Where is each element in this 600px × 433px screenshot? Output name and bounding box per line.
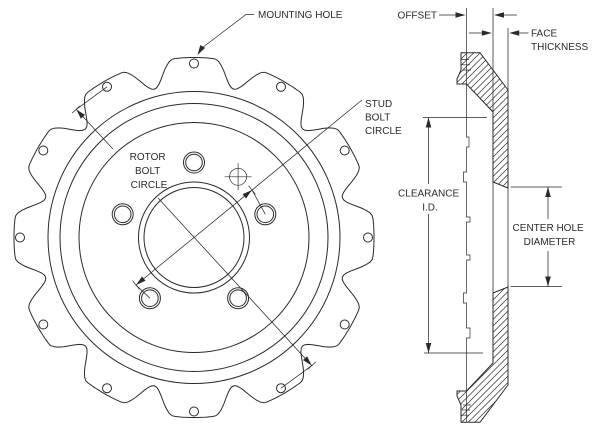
inner-silhouette-line <box>463 8 471 423</box>
flange-inner-ring-outer <box>47 91 341 384</box>
center-hole-chamfer-circle <box>138 181 250 294</box>
mounting-hole <box>189 58 199 69</box>
mounting-hole <box>276 383 286 394</box>
mounting-hole <box>339 145 350 156</box>
clearance-id-circle <box>78 122 310 353</box>
center-hole-circle <box>143 187 245 288</box>
mounting-hole <box>363 232 373 243</box>
stud-bolt-hole <box>254 203 277 226</box>
center-hole-diameter-label: CENTER HOLE DIAMETER <box>513 223 587 248</box>
stud-bolt-hole <box>256 205 275 224</box>
stud-bolt-hole <box>185 153 203 172</box>
face-thickness-dimension <box>469 28 529 90</box>
mounting-holes-group <box>15 58 373 417</box>
scalloped-flange-outline <box>13 57 375 418</box>
center-hole-diameter-dimension <box>510 186 562 287</box>
stud-bolt-hole <box>111 203 134 226</box>
mounting-hole <box>15 232 25 243</box>
mounting-hole <box>38 145 49 156</box>
stud-position-crosshair-icon <box>224 163 252 191</box>
mounting-hole <box>276 81 286 92</box>
stud-bolt-circle-label: STUD BOLT CIRCLE <box>365 99 402 137</box>
offset-label: OFFSET <box>398 11 437 22</box>
mounting-hole <box>102 383 112 394</box>
bore-edge-lines <box>492 182 509 293</box>
flange-serration-lines <box>461 59 471 416</box>
section-view: OFFSET FACE THICKNESS CLEARANCE I.D. <box>398 8 589 423</box>
rotor-bolt-circle-label: ROTOR BOLT CIRCLE <box>130 152 169 191</box>
mounting-hole <box>339 319 350 330</box>
stud-bolt-hole <box>227 287 250 310</box>
stud-bolt-hole <box>229 289 247 308</box>
offset-dimension <box>439 8 517 112</box>
stud-bolt-hole <box>183 151 205 174</box>
mounting-hole <box>102 81 112 92</box>
stud-bolt-hole <box>141 289 159 308</box>
rotor-bolt-circle-dimension <box>71 86 317 389</box>
mounting-hole <box>189 406 199 417</box>
clearance-id-dimension <box>423 117 487 354</box>
stud-bolt-circle-dimension <box>132 99 363 299</box>
mounting-hole-leader <box>197 14 254 55</box>
clearance-id-label: CLEARANCE I.D. <box>398 189 462 214</box>
section-lower-solid <box>456 286 509 423</box>
stud-bolt-hole <box>138 287 161 310</box>
section-upper-solid <box>456 52 509 189</box>
face-thickness-label: FACE THICKNESS <box>531 29 589 54</box>
front-view: MOUNTING HOLE ROTOR BOLT CIRCLE STUD BOL… <box>13 10 402 418</box>
mounting-hole <box>38 319 49 330</box>
stud-bolt-hole <box>113 205 132 224</box>
stud-holes-group <box>111 151 277 310</box>
flange-inner-ring-inner <box>59 103 329 372</box>
mounting-hole-label: MOUNTING HOLE <box>258 10 343 21</box>
